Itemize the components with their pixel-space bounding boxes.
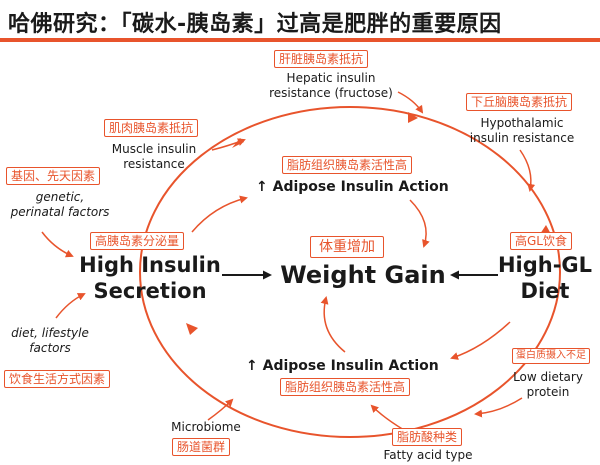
protein-line1: Low dietary	[513, 370, 583, 384]
adipose-top-label: ↑ Adipose Insulin Action	[256, 179, 449, 195]
adipose-bottom-label: ↑ Adipose Insulin Action	[246, 358, 439, 374]
ring-arrowhead	[186, 323, 198, 335]
high-gl-tag: 高GL饮食	[510, 232, 572, 250]
arrow-protein-to-ring	[474, 397, 523, 418]
ring-arrowhead	[408, 112, 418, 123]
high-gl-node: High-GL Diet	[490, 252, 600, 304]
hypothalamic-line1: Hypothalamic	[480, 116, 564, 130]
lifestyle-label: diet, lifestyle factors	[0, 326, 100, 356]
hepatic-label: Hepatic insulin resistance (fructose)	[246, 71, 416, 101]
hepatic-line2: resistance (fructose)	[269, 86, 393, 100]
genetic-line2: perinatal factors	[10, 205, 110, 219]
hepatic-tag: 肝脏胰岛素抵抗	[274, 50, 369, 68]
arrow-left-to-adipose-top	[191, 195, 248, 233]
cycle-ring	[139, 106, 561, 438]
arrow-genetic-to-left	[41, 231, 74, 258]
adipose-bottom-tag: 脂肪组织胰岛素活性高	[280, 378, 411, 396]
page-title: 哈佛研究：「碳水-胰岛素」过高是肥胖的重要原因	[8, 12, 502, 37]
weight-gain-tag: 体重增加	[310, 236, 384, 258]
arrow-diet-to-adipose-bottom	[450, 321, 511, 360]
fatty-acid-label: Fatty acid type	[383, 448, 473, 462]
genetic-tag: 基因、先天因素	[6, 167, 101, 185]
arrow-hypothalamic-to-ring	[519, 149, 536, 192]
lifestyle-line2: factors	[29, 341, 71, 355]
protein-line2: protein	[526, 385, 570, 399]
microbiome-tag: 肠道菌群	[172, 438, 231, 456]
fatty-acid-tag: 脂肪酸种类	[392, 428, 463, 446]
high-gl-line1: High-GL	[497, 253, 593, 277]
genetic-label: genetic, perinatal factors	[0, 190, 120, 220]
genetic-line1: genetic,	[35, 190, 85, 204]
lifestyle-tag: 饮食生活方式因素	[4, 370, 111, 388]
muscle-line2: resistance	[123, 157, 185, 171]
arrow-lifestyle-to-left	[55, 293, 86, 319]
weight-gain-node: Weight Gain	[280, 261, 446, 289]
arrow-adipose-bottom-to-center	[320, 296, 346, 353]
arrow-adipose-top-to-center	[409, 199, 430, 248]
arrow-microbiome-to-ring	[207, 398, 234, 421]
hypothalamic-tag: 下丘脑胰岛素抵抗	[466, 93, 573, 111]
muscle-line1: Muscle insulin	[111, 142, 197, 156]
high-insulin-line2: Secretion	[93, 279, 207, 303]
high-gl-line2: Diet	[520, 279, 570, 303]
adipose-top-tag: 脂肪组织胰岛素活性高	[282, 156, 413, 174]
arrow-muscle-to-ring	[211, 138, 246, 151]
hypothalamic-line2: insulin resistance	[469, 131, 575, 145]
high-insulin-line1: High Insulin	[79, 253, 221, 277]
hepatic-line1: Hepatic insulin	[286, 71, 376, 85]
protein-label: Low dietary protein	[496, 370, 600, 400]
high-insulin-node: High Insulin Secretion	[60, 252, 240, 304]
lifestyle-line1: diet, lifestyle	[11, 326, 89, 340]
arrow-hepatic-to-ring	[397, 91, 424, 114]
protein-tag: 蛋白质摄入不足	[512, 348, 590, 364]
muscle-tag: 肌肉胰岛素抵抗	[104, 119, 199, 137]
muscle-label: Muscle insulin resistance	[94, 142, 214, 172]
hypothalamic-label: Hypothalamic insulin resistance	[452, 116, 592, 146]
title-underline	[0, 38, 600, 42]
high-insulin-tag: 高胰岛素分泌量	[90, 232, 185, 250]
arrow-fatty-to-ring	[370, 404, 405, 431]
microbiome-label: Microbiome	[171, 420, 241, 434]
